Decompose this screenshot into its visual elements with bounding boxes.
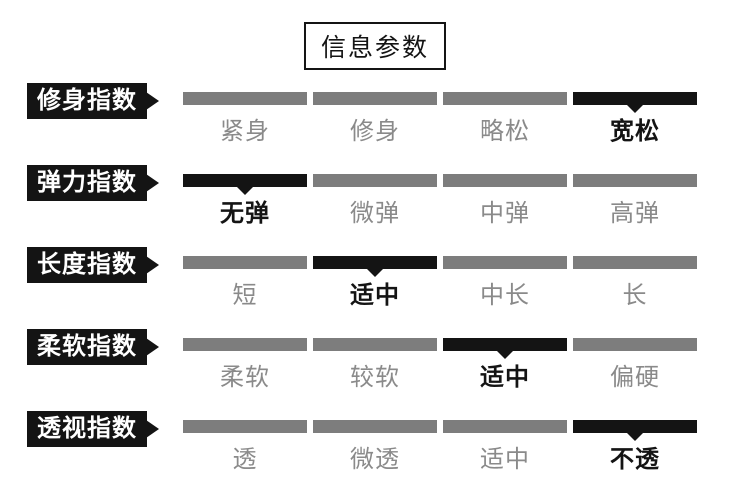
- option-scale: 透 微透 适中 不透: [183, 420, 697, 474]
- option-bar: [313, 174, 437, 187]
- arrow-right-icon: [146, 92, 159, 110]
- option-label: 柔软: [220, 364, 270, 391]
- option-cell: 略松: [443, 92, 567, 146]
- option-cell: 适中: [443, 338, 567, 392]
- option-label: 中长: [480, 282, 530, 309]
- option-cell: 适中: [313, 256, 437, 310]
- option-cell: 修身: [313, 92, 437, 146]
- option-cell: 宽松: [573, 92, 697, 146]
- option-cell: 微弹: [313, 174, 437, 228]
- selected-marker-icon: [627, 105, 643, 113]
- row-label-tag: 柔软指数: [27, 329, 159, 365]
- option-label: 宽松: [610, 118, 660, 145]
- option-bar: [443, 420, 567, 433]
- index-row-softness: 柔软指数 柔软 较软 适中 偏硬: [0, 329, 750, 408]
- arrow-right-icon: [146, 338, 159, 356]
- option-bar: [443, 92, 567, 105]
- row-label-tag: 透视指数: [27, 411, 159, 447]
- option-bar: [183, 92, 307, 105]
- option-label: 微透: [350, 446, 400, 473]
- option-label: 高弹: [610, 200, 660, 227]
- arrow-right-icon: [146, 420, 159, 438]
- option-label: 略松: [480, 118, 530, 145]
- option-bar: [183, 256, 307, 269]
- option-bar: [443, 174, 567, 187]
- option-bar: [313, 338, 437, 351]
- selected-marker-icon: [367, 269, 383, 277]
- page-title: 信息参数: [303, 22, 447, 70]
- row-label: 弹力指数: [37, 169, 137, 196]
- option-label: 较软: [350, 364, 400, 391]
- selected-marker-icon: [237, 187, 253, 195]
- option-scale: 柔软 较软 适中 偏硬: [183, 338, 697, 392]
- row-label: 透视指数: [37, 415, 137, 442]
- option-cell: 适中: [443, 420, 567, 474]
- option-bar: [573, 420, 697, 441]
- index-row-length: 长度指数 短 适中 中长 长: [0, 247, 750, 326]
- option-cell: 透: [183, 420, 307, 474]
- option-cell: 柔软: [183, 338, 307, 392]
- option-bar: [313, 92, 437, 105]
- option-bar: [313, 256, 437, 277]
- option-label: 适中: [480, 446, 530, 473]
- option-label: 偏硬: [610, 364, 660, 391]
- option-cell: 较软: [313, 338, 437, 392]
- selected-marker-icon: [497, 351, 513, 359]
- option-label: 长: [622, 282, 648, 309]
- option-cell: 中弹: [443, 174, 567, 228]
- option-cell: 偏硬: [573, 338, 697, 392]
- row-label-tag: 修身指数: [27, 83, 159, 119]
- row-label: 修身指数: [37, 87, 137, 114]
- option-cell: 微透: [313, 420, 437, 474]
- option-bar: [183, 338, 307, 351]
- row-label: 长度指数: [37, 251, 137, 278]
- index-row-transparency: 透视指数 透 微透 适中 不透: [0, 411, 750, 490]
- option-scale: 无弹 微弹 中弹 高弹: [183, 174, 697, 228]
- option-bar: [443, 256, 567, 269]
- row-label: 柔软指数: [37, 333, 137, 360]
- option-bar: [183, 420, 307, 433]
- option-label: 紧身: [220, 118, 270, 145]
- option-bar: [573, 92, 697, 113]
- option-bar: [573, 174, 697, 187]
- option-cell: 长: [573, 256, 697, 310]
- selected-marker-icon: [627, 433, 643, 441]
- index-row-fit: 修身指数 紧身 修身 略松 宽松: [0, 83, 750, 162]
- option-bar: [573, 338, 697, 351]
- option-bar: [313, 420, 437, 433]
- option-scale: 紧身 修身 略松 宽松: [183, 92, 697, 146]
- option-bar: [573, 256, 697, 269]
- option-label: 适中: [350, 282, 400, 309]
- row-label-tag: 弹力指数: [27, 165, 159, 201]
- option-label: 中弹: [480, 200, 530, 227]
- option-scale: 短 适中 中长 长: [183, 256, 697, 310]
- option-label: 短: [232, 282, 258, 309]
- option-label: 修身: [350, 118, 400, 145]
- option-label: 适中: [480, 364, 530, 391]
- option-label: 无弹: [220, 200, 270, 227]
- option-cell: 中长: [443, 256, 567, 310]
- option-bar: [183, 174, 307, 195]
- option-label: 透: [232, 446, 258, 473]
- option-cell: 短: [183, 256, 307, 310]
- row-label-tag: 长度指数: [27, 247, 159, 283]
- option-cell: 高弹: [573, 174, 697, 228]
- option-label: 不透: [610, 446, 660, 473]
- option-cell: 无弹: [183, 174, 307, 228]
- option-bar: [443, 338, 567, 359]
- option-cell: 紧身: [183, 92, 307, 146]
- option-label: 微弹: [350, 200, 400, 227]
- arrow-right-icon: [146, 256, 159, 274]
- option-cell: 不透: [573, 420, 697, 474]
- index-row-elasticity: 弹力指数 无弹 微弹 中弹 高弹: [0, 165, 750, 244]
- arrow-right-icon: [146, 174, 159, 192]
